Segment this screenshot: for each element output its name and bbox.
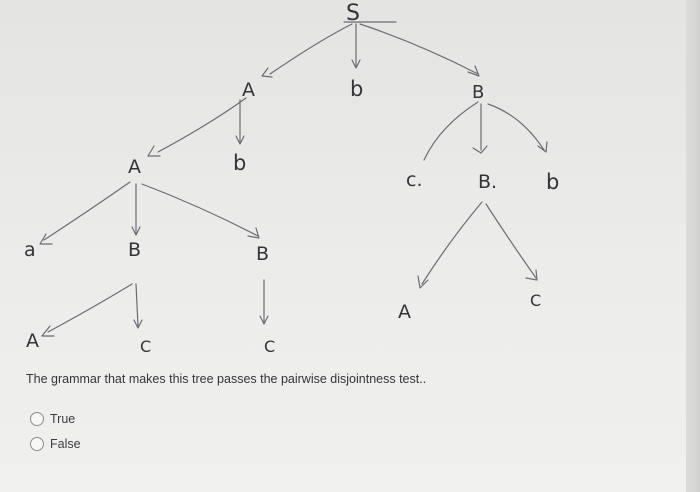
node-B1: B: [472, 82, 484, 103]
side-panel-edge: [686, 0, 700, 492]
edge-B-c: [423, 101, 479, 161]
parse-tree-drawing: S A b B A b c. B. b a B B A C A C C: [24, 1, 559, 356]
edge-arrow-c1: [525, 269, 538, 281]
node-S: S: [346, 1, 360, 26]
node-C2: C: [140, 337, 151, 356]
node-b3: b: [546, 170, 559, 194]
edge-B-A4: [47, 283, 133, 333]
node-A2: A: [128, 156, 141, 178]
edge-arrow-A1: [261, 67, 273, 78]
option-false-label: False: [50, 437, 81, 451]
node-A1: A: [242, 79, 255, 101]
edge-arrow-B3: [131, 226, 141, 236]
edge-arrow-b1: [351, 59, 361, 69]
option-true[interactable]: True: [30, 410, 75, 428]
edge-arrow-c2: [133, 319, 143, 329]
edge-arrow-A4: [41, 325, 55, 337]
edge-arrow-b3: [537, 141, 548, 153]
edge-S-A: [269, 23, 353, 75]
edge-arrow-A2: [147, 145, 161, 157]
radio-true[interactable]: [30, 412, 44, 426]
edge-B-C2: [135, 283, 139, 327]
radio-false[interactable]: [30, 437, 44, 451]
edge-arrow-a: [39, 233, 53, 245]
node-B2: B.: [478, 171, 497, 193]
node-B4: B: [256, 243, 269, 265]
node-a: a: [24, 239, 36, 261]
node-A4: A: [26, 330, 39, 352]
tree-nodes: S A b B A b c. B. b a B B A C A C C: [24, 1, 559, 356]
option-true-label: True: [50, 412, 76, 426]
node-A3: A: [398, 301, 411, 323]
edge-arrow-B2: [472, 145, 488, 154]
edge-A-B2: [141, 183, 259, 237]
edge-B-b: [487, 103, 545, 151]
edge-arrow-b2: [235, 135, 245, 145]
edge-arrow-B1: [467, 65, 480, 77]
edge-arrow-c3: [259, 315, 269, 325]
question-text: The grammar that makes this tree passes …: [26, 372, 427, 386]
edge-A-a: [43, 181, 131, 241]
node-b1: b: [350, 77, 363, 101]
node-C3: C: [264, 337, 275, 356]
node-c-eps: c.: [406, 169, 423, 191]
edge-B-C: [485, 203, 537, 279]
edge-arrow-B4: [247, 227, 260, 239]
edge-arrow-A3: [417, 275, 429, 289]
edge-A-A: [157, 97, 247, 153]
edge-B-A: [421, 201, 483, 285]
option-false[interactable]: False: [30, 435, 81, 453]
node-C1: C: [530, 291, 541, 310]
tree-edges: [39, 21, 548, 337]
node-b2: b: [233, 151, 246, 175]
edge-S-B: [359, 23, 479, 75]
node-B3: B: [128, 239, 141, 261]
